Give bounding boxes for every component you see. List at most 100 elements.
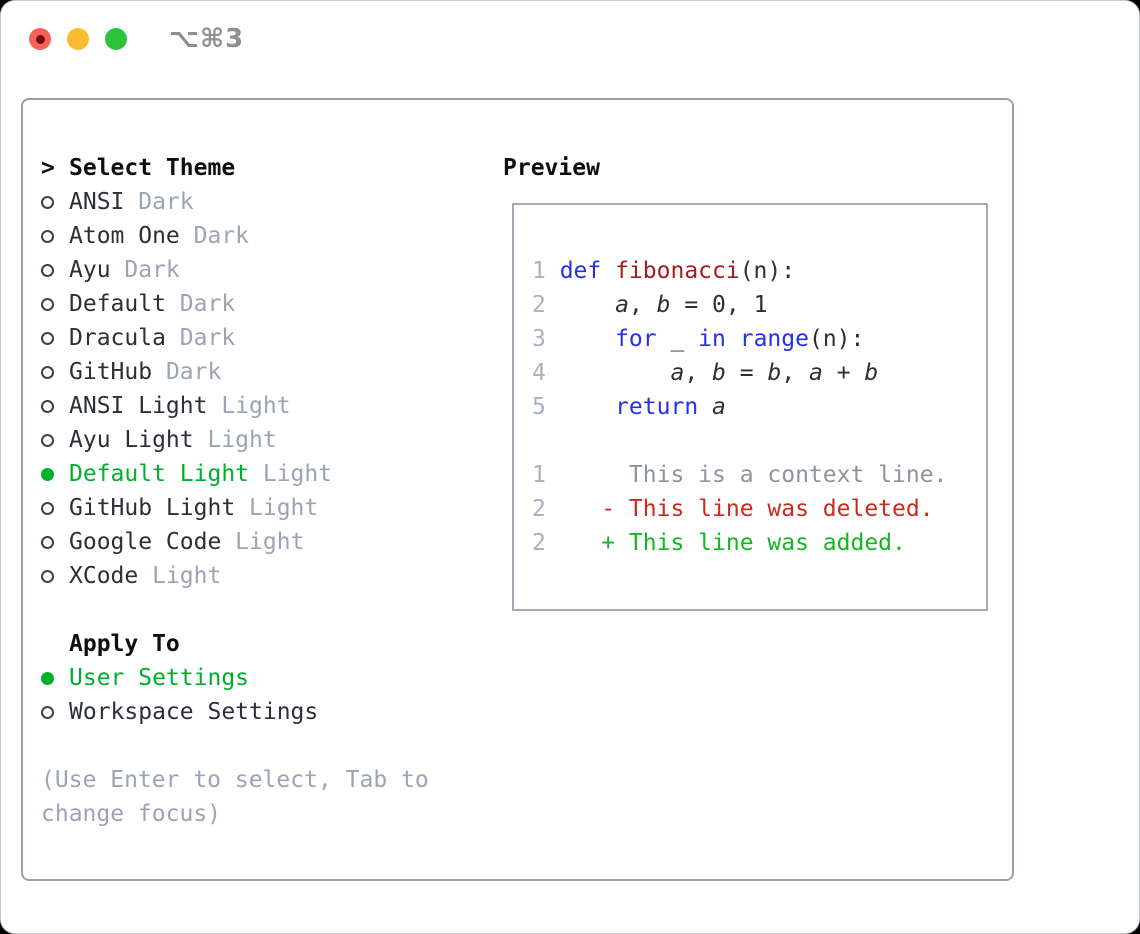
theme-name: Dracula	[69, 325, 166, 351]
code-token-var: a	[809, 360, 823, 386]
apply-option-label: User Settings	[69, 665, 250, 691]
radio-icon	[41, 331, 54, 345]
apply-to-title: Apply To	[69, 631, 180, 657]
radio-mark	[41, 705, 69, 719]
theme-option-atom-one[interactable]: Atom One Dark	[41, 219, 429, 253]
theme-option-ayu-light[interactable]: Ayu Light Light	[41, 423, 429, 457]
code-token-kw: in	[698, 326, 726, 352]
code-token-pl: = 0, 1	[670, 292, 768, 318]
theme-variant: Light	[221, 529, 305, 555]
theme-variant: Dark	[124, 189, 194, 215]
code-token-var: a	[615, 292, 629, 318]
code-token-var: a	[712, 394, 726, 420]
radio-mark	[41, 297, 69, 311]
theme-option-default-light[interactable]: Default Light Light	[41, 457, 429, 491]
radio-icon	[41, 297, 54, 311]
radio-mark	[41, 569, 69, 583]
radio-mark	[41, 535, 69, 549]
apply-option-workspace-settings[interactable]: Workspace Settings	[41, 695, 429, 729]
theme-option-default[interactable]: Default Dark	[41, 287, 429, 321]
radio-mark	[41, 433, 69, 447]
theme-option-ansi-light[interactable]: ANSI Light Light	[41, 389, 429, 423]
code-token-ctx: This is a context line.	[559, 462, 948, 488]
hint-line: (Use Enter to select, Tab to	[41, 767, 429, 793]
code-token-var: b	[656, 292, 671, 318]
select-theme-header: > Select Theme	[41, 151, 429, 185]
theme-option-ansi[interactable]: ANSI Dark	[41, 185, 429, 219]
radio-mark	[41, 467, 69, 481]
window-title-shortcut: ⌥⌘3	[169, 24, 245, 54]
code-token-fn: fibonacci	[615, 258, 740, 284]
preview-line: 1 This is a context line.	[532, 458, 986, 492]
radio-icon	[41, 365, 54, 379]
theme-option-github-light[interactable]: GitHub Light Light	[41, 491, 429, 525]
code-token-pl: ,	[684, 360, 713, 386]
theme-variant: Dark	[110, 257, 180, 283]
theme-variant: Dark	[179, 223, 250, 249]
code-token-kw: for	[615, 326, 657, 352]
preview-line: 2 - This line was deleted.	[532, 492, 986, 526]
preview-line: 5 return a	[532, 390, 986, 424]
code-token-pl: (n):	[808, 326, 865, 352]
zoom-button[interactable]	[105, 28, 127, 50]
radio-icon	[41, 433, 54, 447]
theme-name: Atom One	[69, 223, 180, 249]
code-token-pl	[560, 530, 602, 556]
theme-variant: Light	[235, 495, 319, 521]
code-token-pl: +	[822, 360, 865, 386]
code-token-pl: =	[725, 360, 768, 386]
close-button[interactable]	[29, 28, 51, 50]
preview-title: Preview	[503, 155, 600, 181]
radio-mark	[41, 501, 69, 515]
theme-option-ayu[interactable]: Ayu Dark	[41, 253, 429, 287]
code-token-kw: def	[559, 258, 616, 284]
line-number: 1	[532, 462, 546, 488]
theme-option-github[interactable]: GitHub Dark	[41, 355, 429, 389]
code-token-add: + This line was added.	[601, 530, 906, 556]
radio-icon	[41, 501, 54, 515]
minimize-button[interactable]	[67, 28, 89, 50]
preview-line: 3 for _ in range(n):	[532, 322, 986, 356]
prompt-icon: >	[41, 155, 55, 181]
preview-line: 2 + This line was added.	[532, 526, 986, 560]
code-token-var: a	[670, 360, 685, 386]
theme-name: Ayu Light	[69, 427, 194, 453]
line-number: 2	[532, 530, 546, 556]
theme-name: XCode	[69, 563, 139, 589]
line-number: 5	[532, 394, 546, 420]
theme-name: Default	[69, 291, 166, 317]
theme-option-dracula[interactable]: Dracula Dark	[41, 321, 429, 355]
theme-variant: Light	[249, 461, 333, 487]
apply-option-user-settings[interactable]: User Settings	[41, 661, 429, 695]
theme-name: GitHub Light	[69, 495, 236, 521]
select-theme-title: Select Theme	[69, 155, 236, 181]
theme-option-xcode[interactable]: XCode Light	[41, 559, 429, 593]
line-number: 2	[532, 292, 546, 318]
code-token-pl	[560, 496, 602, 522]
radio-mark	[41, 365, 69, 379]
radio-mark	[41, 263, 69, 277]
theme-name: GitHub	[69, 359, 153, 385]
code-token-var: b	[767, 360, 782, 386]
theme-variant: Light	[207, 393, 291, 419]
theme-variant: Dark	[165, 325, 236, 351]
apply-option-label: Workspace Settings	[69, 699, 319, 725]
traffic-lights	[29, 28, 127, 50]
theme-option-google-code[interactable]: Google Code Light	[41, 525, 429, 559]
preview-line: 4 a, b = b, a + b	[532, 356, 986, 390]
line-number: 4	[532, 360, 546, 386]
radio-icon	[41, 229, 54, 243]
code-token-kw: return	[615, 394, 713, 420]
code-token-var: b	[864, 360, 879, 386]
radio-icon	[41, 399, 54, 413]
titlebar: ⌥⌘3	[1, 1, 1139, 77]
radio-icon	[41, 263, 54, 277]
radio-icon	[41, 195, 54, 209]
theme-name: ANSI	[69, 189, 125, 215]
code-token-pl	[726, 326, 740, 352]
